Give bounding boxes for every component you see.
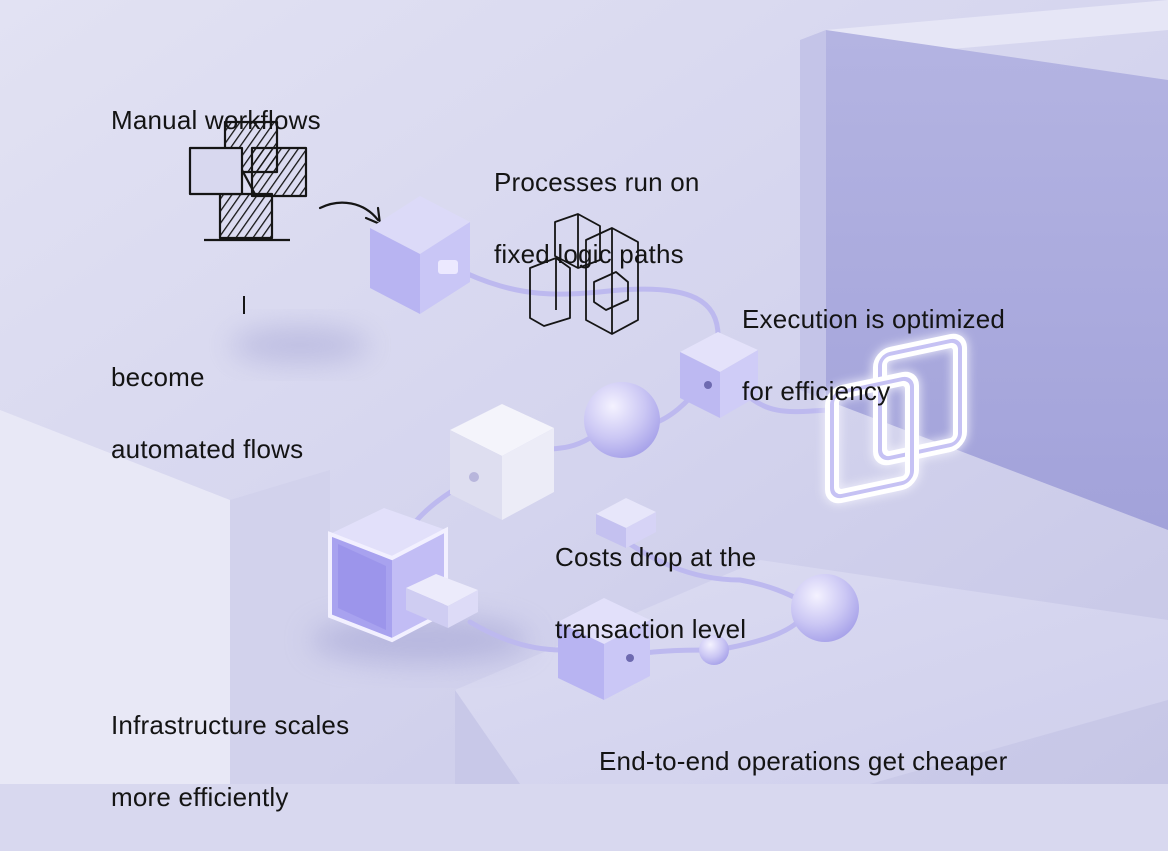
glass-cube (328, 508, 448, 643)
process-illustration (0, 0, 1168, 784)
shadow (230, 327, 370, 363)
left-floor-block-side (230, 470, 330, 784)
efficiency-frames-icon (825, 333, 967, 504)
label-line: Manual workflows (111, 105, 321, 135)
right-tower-left-face (800, 30, 826, 400)
connector-block (406, 574, 478, 628)
lower-platform-edge (455, 690, 520, 784)
label-line: more efficiently (111, 782, 289, 812)
label-costs-drop: Costs drop at the transaction level (555, 503, 756, 683)
label-line: transaction level (555, 614, 747, 644)
label-line: Execution is optimized (742, 304, 1006, 334)
sphere-node (584, 382, 660, 458)
label-line: End-to-end operations get cheaper (599, 746, 1008, 776)
small-violet-cube (680, 332, 758, 418)
violet-cube-bottom (558, 598, 650, 700)
label-end-to-end: End-to-end operations get cheaper (599, 707, 1007, 815)
label-become-automated: become automated flows (111, 323, 303, 503)
label-line: for efficiency (742, 376, 891, 406)
label-line: become (111, 362, 205, 392)
label-manual-workflows: Manual workflows (111, 66, 321, 174)
label-line: automated flows (111, 434, 304, 464)
label-line: Costs drop at the (555, 542, 757, 572)
violet-cube (370, 196, 470, 314)
label-infrastructure-scales: Infrastructure scales more efficiently (111, 671, 349, 851)
small-cube (596, 498, 656, 548)
label-line: fixed logic paths (494, 239, 684, 269)
label-line: Infrastructure scales (111, 710, 350, 740)
label-processes-run: Processes run on fixed logic paths (494, 128, 700, 308)
left-floor-block (0, 410, 230, 784)
label-execution-optimized: Execution is optimized for efficiency (742, 265, 1005, 445)
logic-path-sketch-icon (529, 213, 639, 335)
large-sphere-node (791, 574, 859, 642)
white-cube (450, 404, 554, 520)
small-sphere-node (699, 635, 729, 665)
manual-sketch-icon (188, 120, 308, 242)
label-line: Processes run on (494, 167, 700, 197)
